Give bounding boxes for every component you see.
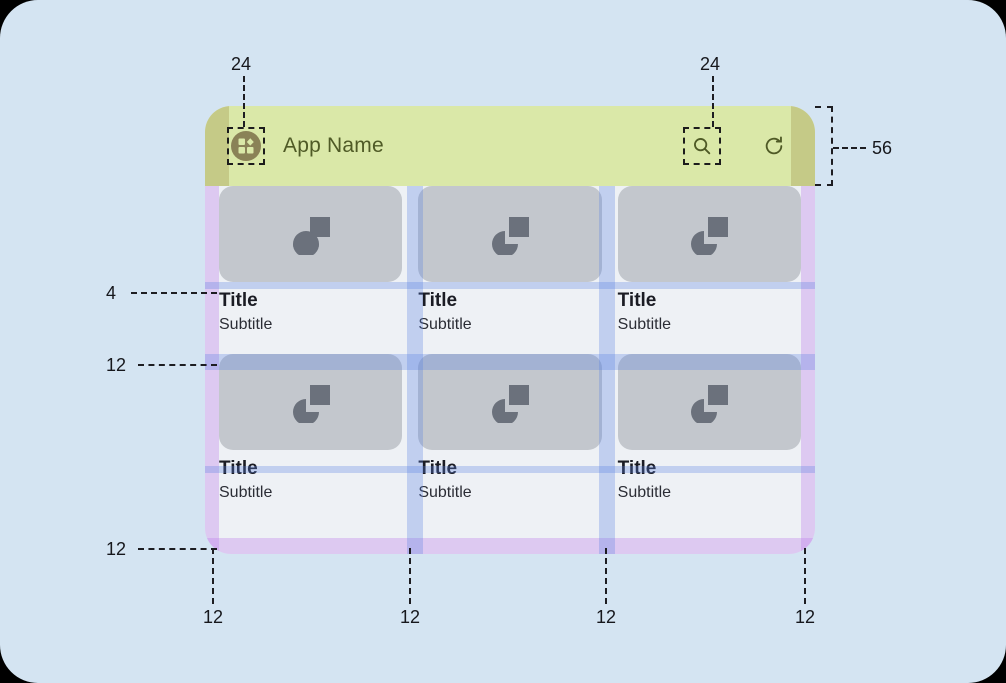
refresh-icon[interactable] bbox=[757, 129, 791, 163]
card-image bbox=[418, 353, 602, 450]
card-title: Title bbox=[617, 290, 657, 311]
app-mock-frame: App Name bbox=[205, 106, 815, 554]
card[interactable]: Title Subtitle bbox=[418, 186, 602, 338]
card-grid: Title Subtitle Title Subtitle bbox=[219, 186, 801, 554]
annotation-12-bottom-3: 12 bbox=[596, 607, 617, 627]
appbar-height-bracket bbox=[815, 106, 833, 186]
app-logo-icon bbox=[231, 131, 261, 161]
card-text: Title Subtitle bbox=[219, 450, 402, 506]
card[interactable]: Title Subtitle bbox=[219, 353, 403, 506]
card-row: Title Subtitle Title Subtitle bbox=[219, 186, 801, 338]
card-subtitle: Subtitle bbox=[617, 483, 672, 501]
card-image bbox=[219, 353, 403, 450]
annotation-12-row-gap: 12 bbox=[106, 355, 127, 375]
leader-line-24-right bbox=[712, 76, 714, 127]
annotation-24-right: 24 bbox=[700, 54, 721, 74]
card-text: Title Subtitle bbox=[418, 282, 601, 338]
card[interactable]: Title Subtitle bbox=[219, 186, 403, 338]
card-image bbox=[219, 186, 403, 282]
annotation-56: 56 bbox=[872, 138, 893, 158]
card-text: Title Subtitle bbox=[418, 450, 601, 506]
card-title: Title bbox=[418, 457, 458, 479]
card-subtitle: Subtitle bbox=[219, 315, 273, 333]
card[interactable]: Title Subtitle bbox=[617, 353, 801, 506]
card-text: Title Subtitle bbox=[618, 450, 801, 506]
card-title: Title bbox=[219, 290, 258, 311]
annotation-12-bottom-2: 12 bbox=[400, 607, 421, 627]
left-margin-overlay bbox=[205, 186, 219, 554]
annotation-24-left: 24 bbox=[231, 54, 252, 74]
annotation-12-bottom-margin: 12 bbox=[106, 539, 127, 559]
card-title: Title bbox=[617, 457, 657, 479]
app-bar-title: App Name bbox=[283, 134, 384, 157]
card-row: Title Subtitle Title Subtitle bbox=[219, 353, 801, 506]
annotation-4: 4 bbox=[106, 283, 117, 303]
card-image bbox=[418, 186, 602, 282]
leader-line-12-row-gap bbox=[138, 364, 217, 366]
right-margin-overlay bbox=[801, 186, 815, 554]
leader-line-24-left bbox=[243, 76, 245, 127]
row-gap bbox=[219, 338, 801, 354]
card-title: Title bbox=[418, 290, 458, 311]
card-text: Title Subtitle bbox=[219, 282, 402, 338]
appbar-right-padding-overlay bbox=[791, 106, 815, 186]
search-icon[interactable] bbox=[683, 127, 721, 165]
leader-line-bottom-4 bbox=[804, 548, 806, 604]
annotation-12-bottom-1: 12 bbox=[203, 607, 224, 627]
app-bar-content: App Name bbox=[205, 106, 815, 186]
card[interactable]: Title Subtitle bbox=[617, 186, 801, 338]
card-subtitle: Subtitle bbox=[418, 483, 472, 501]
leader-line-12-bottom-margin bbox=[138, 548, 217, 550]
leader-line-56 bbox=[833, 147, 866, 149]
card-subtitle: Subtitle bbox=[219, 483, 273, 501]
card[interactable]: Title Subtitle bbox=[418, 353, 602, 506]
leader-line-bottom-3 bbox=[605, 548, 607, 604]
appbar-left-padding-overlay bbox=[205, 106, 229, 186]
leader-line-bottom-2 bbox=[409, 548, 411, 604]
leader-line-bottom-1 bbox=[212, 548, 214, 604]
card-image bbox=[617, 353, 801, 450]
app-logo-highlight-box[interactable] bbox=[227, 127, 265, 165]
card-text: Title Subtitle bbox=[618, 282, 801, 338]
annotation-12-bottom-4: 12 bbox=[795, 607, 816, 627]
card-subtitle: Subtitle bbox=[418, 315, 472, 333]
card-title: Title bbox=[219, 457, 258, 479]
card-image bbox=[617, 186, 801, 282]
leader-line-4 bbox=[131, 292, 217, 294]
card-subtitle: Subtitle bbox=[617, 315, 672, 333]
